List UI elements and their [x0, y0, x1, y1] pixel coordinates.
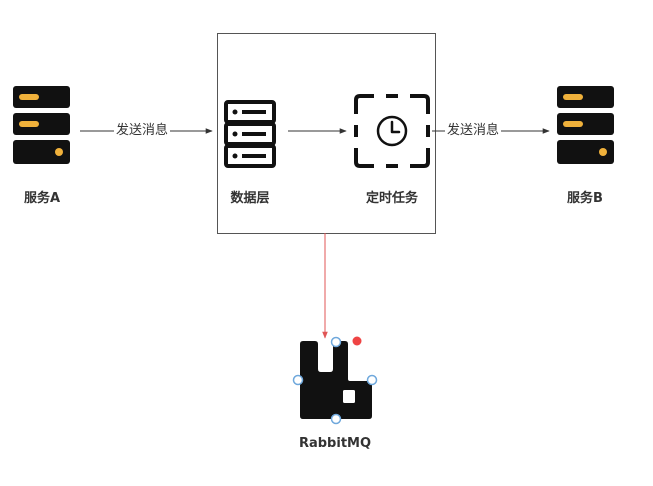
selection-handle-right[interactable] — [366, 374, 378, 386]
selection-handle-bottom[interactable] — [330, 413, 342, 425]
edge-a-to-data-label: 发送消息 — [114, 123, 171, 139]
data-layer-label: 数据层 — [230, 191, 270, 206]
selection-handle-top[interactable] — [330, 336, 342, 348]
service-a-label: 服务A — [23, 191, 61, 206]
edge-task-to-b-label: 发送消息 — [445, 123, 502, 139]
rabbitmq-logo-icon[interactable] — [300, 341, 372, 419]
server-icon[interactable] — [13, 86, 70, 164]
timer-icon[interactable] — [354, 94, 430, 168]
selection-handle-left[interactable] — [292, 374, 304, 386]
database-server-icon[interactable] — [224, 100, 276, 168]
service-b-label: 服务B — [567, 191, 603, 206]
scheduled-task-label: 定时任务 — [365, 191, 418, 206]
connection-indicator-dot — [352, 336, 362, 346]
server-icon[interactable] — [557, 86, 614, 164]
rabbitmq-label: RabbitMQ — [298, 436, 372, 451]
